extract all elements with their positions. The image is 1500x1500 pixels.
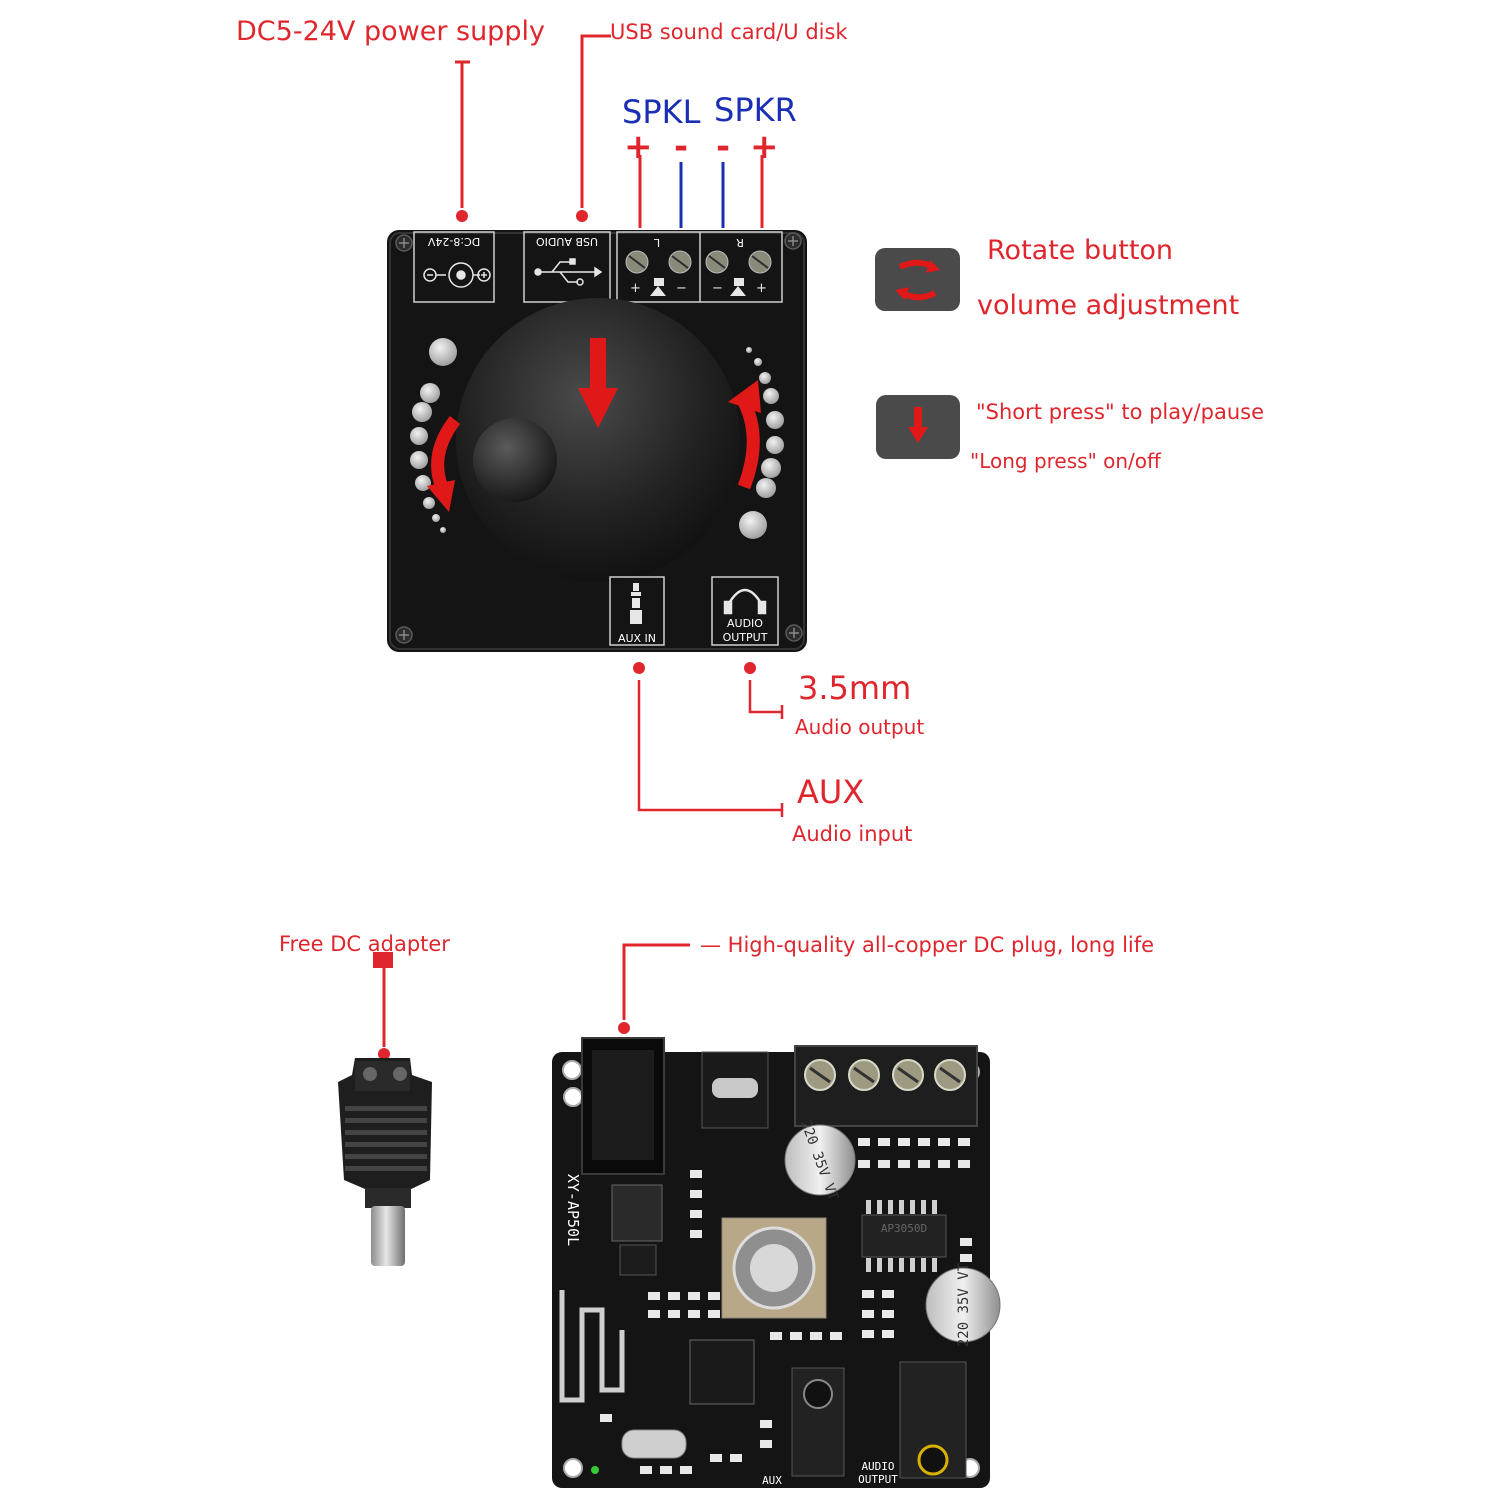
headphone-icon (723, 588, 767, 615)
capacitor-right: 220 35V VT (925, 1262, 1001, 1347)
mm35-label: 3.5mm (798, 669, 912, 707)
left-channel-label: L (653, 236, 660, 249)
usb-symbol-icon (534, 258, 603, 286)
capacitor-top: 220 35V VT (784, 1118, 856, 1203)
rotate-button-label: Rotate button (987, 235, 1174, 266)
audio-input-label: Audio input (792, 822, 913, 846)
chip-label: AP3050D (881, 1222, 927, 1235)
amplifier-module: DC:8-24V USB AUDIO L R (387, 230, 807, 652)
crystal (621, 1429, 687, 1459)
usb-board-label: USB AUDIO (536, 235, 598, 248)
usb-c-port (712, 1078, 758, 1098)
usb-dot (576, 210, 588, 222)
svg-text:+: + (630, 281, 641, 296)
speaker-symbol-icons (650, 278, 746, 296)
press-arrow-icon (578, 338, 618, 428)
terminal-screw-icons (625, 250, 772, 274)
dc-polarity-icon (423, 262, 491, 288)
right-led-indicators (739, 347, 784, 539)
spkl-minus-sign: - (674, 127, 689, 167)
amp-chip (861, 1214, 947, 1258)
antenna-trace (559, 1290, 625, 1403)
aux-in-label: AUX IN (618, 632, 656, 645)
usb-label: USB sound card/U disk (610, 20, 848, 44)
spkl-label: SPKL (622, 93, 701, 131)
volume-adjustment-label: volume adjustment (977, 290, 1240, 321)
short-press-label: "Short press" to play/pause (976, 400, 1264, 424)
spkr-plus-sign: + (750, 127, 779, 167)
svg-text:+: + (756, 281, 767, 296)
left-led-indicators (410, 338, 457, 533)
long-press-label: "Long press" on/off (970, 449, 1161, 473)
speaker-blue-lines (679, 162, 725, 228)
bluetooth-chip (689, 1339, 755, 1405)
power-dot (456, 210, 468, 222)
power-supply-label: DC5-24V power supply (236, 16, 545, 47)
audio-output-dot (744, 662, 756, 674)
cap-right-label: 220 35V VT (956, 1262, 972, 1347)
spkr-label: SPKR (714, 91, 797, 129)
dc-plug-dot (618, 1022, 630, 1034)
rotate-button-icon (875, 248, 960, 311)
volume-knob[interactable] (456, 298, 740, 582)
module-callout-lines (637, 680, 784, 817)
pcb-model-label: XY-AP50L (564, 1174, 582, 1246)
output-board-label: OUTPUT (723, 631, 768, 644)
annotation-lines (455, 34, 764, 228)
spkr-minus-sign: - (716, 127, 731, 167)
knob-grip-nub (473, 418, 557, 502)
pcb-board: 220 35V VT 220 35V VT AP3050D (552, 943, 1001, 1488)
press-button-icon (876, 395, 960, 459)
dc-board-label: DC:8-24V (427, 235, 480, 248)
copper-plug-label: — High-quality all-copper DC plug, long … (700, 933, 1155, 957)
aux-jack-icon (630, 583, 642, 624)
free-dc-adapter-label: Free DC adapter (279, 932, 450, 956)
aux-dot (633, 662, 645, 674)
audio-board-label: AUDIO (727, 617, 763, 630)
audio-output-label: Audio output (795, 715, 925, 739)
svg-text:−: − (712, 281, 723, 296)
spkl-plus-sign: + (624, 127, 653, 167)
right-channel-label: R (736, 236, 744, 249)
aux-label: AUX (797, 773, 865, 811)
dc-adapter (338, 952, 432, 1266)
pcb-aux-label: AUX (762, 1474, 782, 1487)
smd-components (600, 1138, 972, 1474)
pcb-output-label: OUTPUT (858, 1473, 898, 1486)
pcb-audio-label: AUDIO (861, 1460, 894, 1473)
svg-text:−: − (676, 281, 687, 296)
